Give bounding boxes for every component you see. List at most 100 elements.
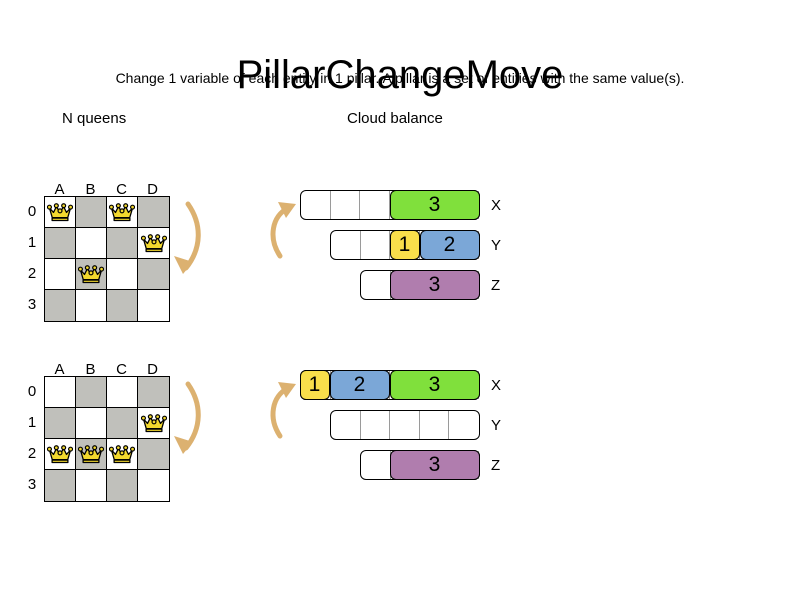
page-subtitle: Change 1 variable of each entity in 1 pi… bbox=[115, 70, 685, 86]
cloud-process-block-1[interactable]: 1 bbox=[299, 369, 330, 400]
board-column-label: B bbox=[85, 181, 96, 198]
curved-arrow-down-left-icon bbox=[166, 198, 208, 285]
cloud-computer-label-X: X bbox=[491, 197, 502, 214]
board-cell-C3[interactable] bbox=[107, 290, 138, 321]
board-column-label: A bbox=[54, 361, 65, 378]
board-column-label: D bbox=[147, 361, 158, 378]
board-cell-A2[interactable] bbox=[45, 439, 76, 470]
cloud-bar-slot bbox=[361, 271, 391, 299]
cloud-bar-slot bbox=[331, 191, 361, 219]
cloud-computer-label-Y: Y bbox=[491, 417, 502, 434]
board-row-label: 1 bbox=[27, 234, 37, 251]
cloud-bar-slot bbox=[301, 191, 331, 219]
board-cell-B0[interactable] bbox=[76, 197, 107, 228]
board-column-label: C bbox=[116, 181, 127, 198]
cloud-bar-Z[interactable]: 3 bbox=[360, 449, 480, 480]
board-cell-D2[interactable] bbox=[138, 439, 169, 470]
section-label-nqueens: N queens bbox=[62, 110, 127, 127]
queen-crown-icon bbox=[109, 445, 135, 464]
board-cell-B3[interactable] bbox=[76, 470, 107, 501]
cloud-process-block-2[interactable]: 2 bbox=[419, 229, 480, 260]
queen-crown-icon bbox=[47, 203, 73, 222]
board-cell-C1[interactable] bbox=[107, 408, 138, 439]
cloud-computer-label-X: X bbox=[491, 377, 502, 394]
cloud-process-value: 1 bbox=[308, 373, 321, 396]
cloud-computer-label-Z: Z bbox=[491, 457, 501, 474]
cloud-bar-slot bbox=[331, 411, 361, 439]
board-cell-C2[interactable] bbox=[107, 439, 138, 470]
chessboard-grid bbox=[44, 376, 170, 502]
board-cell-B3[interactable] bbox=[76, 290, 107, 321]
cloud-process-value: 1 bbox=[398, 233, 411, 256]
curved-arrow-up-right-icon bbox=[266, 196, 302, 267]
board-cell-A3[interactable] bbox=[45, 290, 76, 321]
board-cell-D1[interactable] bbox=[138, 408, 169, 439]
board-column-label: B bbox=[85, 361, 96, 378]
cloud-process-block-3[interactable]: 3 bbox=[389, 369, 480, 400]
board-cell-A3[interactable] bbox=[45, 470, 76, 501]
board-row-labels: 0 1 2 3 bbox=[24, 376, 40, 500]
board-row-label: 1 bbox=[27, 414, 37, 431]
board-cell-B2[interactable] bbox=[76, 259, 107, 290]
page-title: PillarChangeMove bbox=[236, 52, 564, 97]
cloud-process-value: 3 bbox=[428, 273, 441, 296]
cloud-process-block-3[interactable]: 3 bbox=[389, 269, 480, 300]
chessboard-grid bbox=[44, 196, 170, 322]
cloud-process-block-1[interactable]: 1 bbox=[389, 229, 420, 260]
queen-crown-icon bbox=[140, 234, 167, 253]
cloud-bar-slot bbox=[361, 411, 391, 439]
cloud-bar-Y[interactable] bbox=[330, 410, 480, 440]
cloud-bar-slot bbox=[331, 231, 361, 259]
cloud-bar-slot bbox=[390, 411, 420, 439]
cloud-bar-X[interactable]: 3 bbox=[300, 189, 480, 220]
board-cell-D0[interactable] bbox=[138, 377, 169, 408]
queen-crown-icon bbox=[47, 445, 73, 464]
board-row-label: 2 bbox=[27, 445, 37, 462]
board-column-label: D bbox=[147, 181, 158, 198]
queen-crown-icon bbox=[140, 414, 167, 433]
board-cell-D2[interactable] bbox=[138, 259, 169, 290]
board-cell-D3[interactable] bbox=[138, 290, 169, 321]
curved-arrow-down-left-icon bbox=[166, 378, 208, 465]
board-column-label: A bbox=[54, 181, 65, 198]
cloud-computer-label-Z: Z bbox=[491, 277, 501, 294]
board-cell-C2[interactable] bbox=[107, 259, 138, 290]
cloud-bar-slot bbox=[420, 411, 450, 439]
cloud-process-value: 3 bbox=[428, 193, 441, 216]
cloud-bar-slot bbox=[361, 451, 391, 479]
section-label-cloud: Cloud balance bbox=[347, 110, 443, 127]
board-cell-A0[interactable] bbox=[45, 377, 76, 408]
board-cell-B2[interactable] bbox=[76, 439, 107, 470]
board-cell-C3[interactable] bbox=[107, 470, 138, 501]
board-cell-A2[interactable] bbox=[45, 259, 76, 290]
board-row-label: 0 bbox=[27, 383, 37, 400]
board-cell-C0[interactable] bbox=[107, 197, 138, 228]
board-cell-D1[interactable] bbox=[138, 228, 169, 259]
board-cell-A1[interactable] bbox=[45, 228, 76, 259]
queen-crown-icon bbox=[78, 265, 104, 284]
board-row-label: 3 bbox=[27, 296, 37, 313]
cloud-bar-Z[interactable]: 3 bbox=[360, 269, 480, 300]
board-cell-A0[interactable] bbox=[45, 197, 76, 228]
board-cell-C0[interactable] bbox=[107, 377, 138, 408]
board-cell-B1[interactable] bbox=[76, 228, 107, 259]
board-cell-C1[interactable] bbox=[107, 228, 138, 259]
board-cell-D0[interactable] bbox=[138, 197, 169, 228]
cloud-process-block-3[interactable]: 3 bbox=[389, 189, 480, 220]
board-cell-A1[interactable] bbox=[45, 408, 76, 439]
cloud-process-value: 3 bbox=[428, 373, 441, 396]
cloud-process-block-3[interactable]: 3 bbox=[389, 449, 480, 480]
queen-crown-icon bbox=[109, 203, 135, 222]
board-cell-B0[interactable] bbox=[76, 377, 107, 408]
cloud-process-block-2[interactable]: 2 bbox=[329, 369, 390, 400]
queen-crown-icon bbox=[78, 445, 104, 464]
curved-arrow-up-right-icon bbox=[266, 376, 302, 447]
board-cell-B1[interactable] bbox=[76, 408, 107, 439]
board-row-label: 3 bbox=[27, 476, 37, 493]
cloud-process-value: 2 bbox=[443, 233, 456, 256]
board-cell-D3[interactable] bbox=[138, 470, 169, 501]
